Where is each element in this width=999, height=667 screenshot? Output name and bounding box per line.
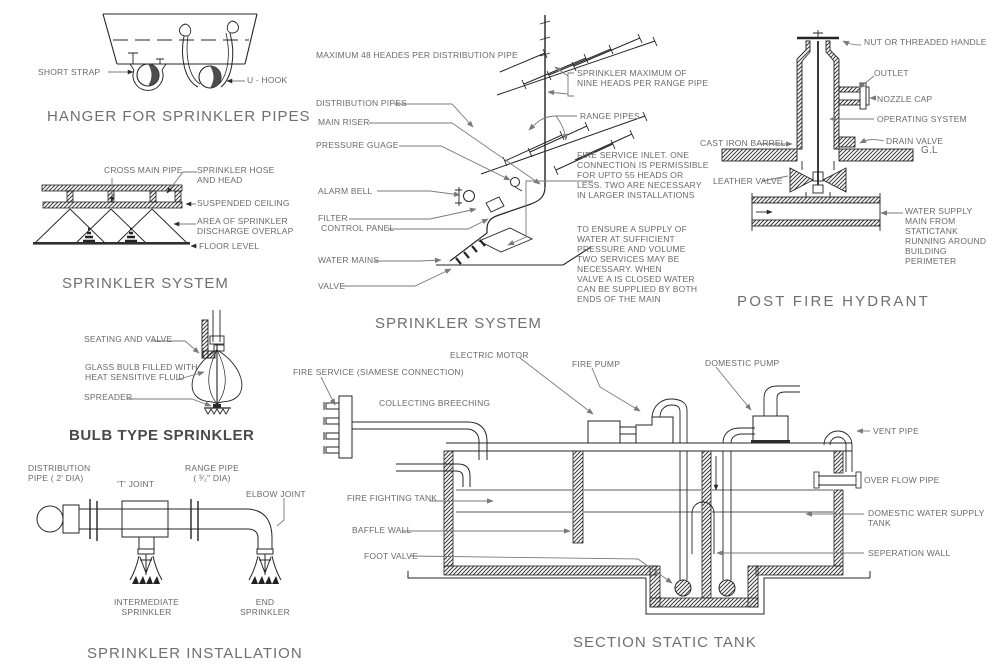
sprinkler-section-leaders xyxy=(109,171,197,249)
bulb-drawing xyxy=(191,310,243,415)
cross-main-pipe-label: CROSS MAIN PIPE xyxy=(104,165,183,175)
sprinkler-section-title: SPRINKLER SYSTEM xyxy=(62,275,229,292)
tank-title: SECTION STATIC TANK xyxy=(573,634,757,651)
fire-pump-label: FIRE PUMP xyxy=(572,359,621,369)
alarm-bell-label: ALARM BELL xyxy=(318,186,373,196)
installation-leaders xyxy=(276,498,285,527)
foot-valve-label: FOOT VALVE xyxy=(364,551,418,561)
filter-label: FILTER xyxy=(318,213,348,223)
water-mains-label: WATER MAINS xyxy=(318,255,380,265)
end-sprinkler-label: END SPRINKLER xyxy=(240,597,290,617)
installation-drawing xyxy=(36,499,282,585)
control-panel-label: CONTROL PANEL xyxy=(321,223,395,233)
electric-motor-label: ELECTRIC MOTOR xyxy=(450,350,529,360)
vent-pipe-label: VENT PIPE xyxy=(873,426,920,436)
intermediate-sprinkler-label: INTERMEDIATE SPRINKLER xyxy=(113,597,180,617)
range-pipes-label: RANGE PIPES xyxy=(580,111,640,121)
discharge-overlap-label: AREA OF SPRINKLER DISCHARGE OVERLAP xyxy=(197,216,294,236)
t-joint-label: 'T' JOINT xyxy=(117,479,155,489)
bulb-title: BULB TYPE SPRINKLER xyxy=(69,427,255,444)
max-heads-label: MAXIMUM 48 HEADES PER DISTRIBUTION PIPE xyxy=(316,50,518,60)
overflow-pipe-label: OVER FLOW PIPE xyxy=(864,475,940,485)
fire-inlet-note: FIRE SERVICE INLET. ONE CONNECTION IS PE… xyxy=(577,150,709,200)
distribution-pipe-label: DISTRIBUTION PIPE ( 2' DIA) xyxy=(28,463,91,483)
operating-system-label: OPERATING SYSTEM xyxy=(877,114,967,124)
hydrant-title: POST FIRE HYDRANT xyxy=(737,293,930,310)
seating-valve-label: SEATING AND VALVE xyxy=(84,334,173,344)
collecting-breeching-label: COLLECTING BREECHING xyxy=(379,398,491,408)
drain-valve-label: DRAIN VALVE xyxy=(886,136,944,146)
u-hook-label: U - HOOK xyxy=(247,75,288,85)
water-supply-main-label: WATER SUPPLY MAIN FROM STATICTANK RUNNIN… xyxy=(905,206,987,266)
supply-note: TO ENSURE A SUPPLY OF WATER AT SUFFICIEN… xyxy=(577,224,698,304)
range-pipe-label: RANGE PIPE ( ³⁄₂" DIA) xyxy=(185,463,239,483)
glass-bulb-label: GLASS BULB FILLED WITH HEAT SENSITIVE FL… xyxy=(85,362,198,382)
fire-fighting-tank-label: FIRE FIGHTING TANK xyxy=(347,493,438,503)
nut-handle-label: NUT OR THREADED HANDLE xyxy=(864,37,987,47)
nozzle-cap-label: NOZZLE CAP xyxy=(877,94,933,104)
riser-title: SPRINKLER SYSTEM xyxy=(375,315,542,332)
hydrant-leaders xyxy=(757,40,903,216)
outlet-label: OUTLET xyxy=(874,68,909,78)
pressure-guage-label: PRESSURE GUAGE xyxy=(316,140,399,150)
leather-valve-label: LEATHER VALVE xyxy=(713,176,783,186)
hanger-leaders xyxy=(108,69,245,84)
tank-drawing xyxy=(323,385,871,615)
short-strap-label: SHORT STRAP xyxy=(38,67,101,77)
spreader-label: SPREADER xyxy=(84,392,133,402)
fire-service-label: FIRE SERVICE (SIAMESE CONNECTION) xyxy=(293,367,464,377)
main-riser-label: MAIN RISER xyxy=(318,117,370,127)
tank-leaders xyxy=(320,357,870,584)
hydrant-drawing xyxy=(721,30,914,231)
baffle-wall-label: BAFFLE WALL xyxy=(352,525,412,535)
domestic-pump-label: DOMESTIC PUMP xyxy=(705,358,780,368)
riser-leaders xyxy=(341,66,593,287)
distribution-pipes-label: DISTRIBUTION PIPES xyxy=(316,98,407,108)
bulb-leaders xyxy=(127,340,212,407)
sprinkler-hose-label: SPRINKLER HOSE AND HEAD xyxy=(197,165,275,185)
hanger-drawing xyxy=(102,13,258,91)
suspended-ceiling-label: SUSPENDED CEILING xyxy=(197,198,290,208)
nine-heads-label: SPRINKLER MAXIMUM OF NINE HEADS PER RANG… xyxy=(577,68,709,88)
floor-level-label: FLOOR LEVEL xyxy=(199,241,260,251)
domestic-water-supply-label: DOMESTIC WATER SUPPLY TANK xyxy=(868,508,985,528)
cast-iron-label: CAST IRON BARREL xyxy=(700,138,786,148)
elbow-joint-label: ELBOW JOINT xyxy=(246,489,306,499)
seperation-wall-label: SEPERATION WALL xyxy=(868,548,951,558)
sprinkler-section-drawing xyxy=(33,184,190,245)
installation-title: SPRINKLER INSTALLATION xyxy=(87,645,303,662)
valve-label: VALVE xyxy=(318,281,346,291)
ground-level-label: G.L xyxy=(921,145,938,156)
hanger-title: HANGER FOR SPRINKLER PIPES xyxy=(47,108,311,125)
